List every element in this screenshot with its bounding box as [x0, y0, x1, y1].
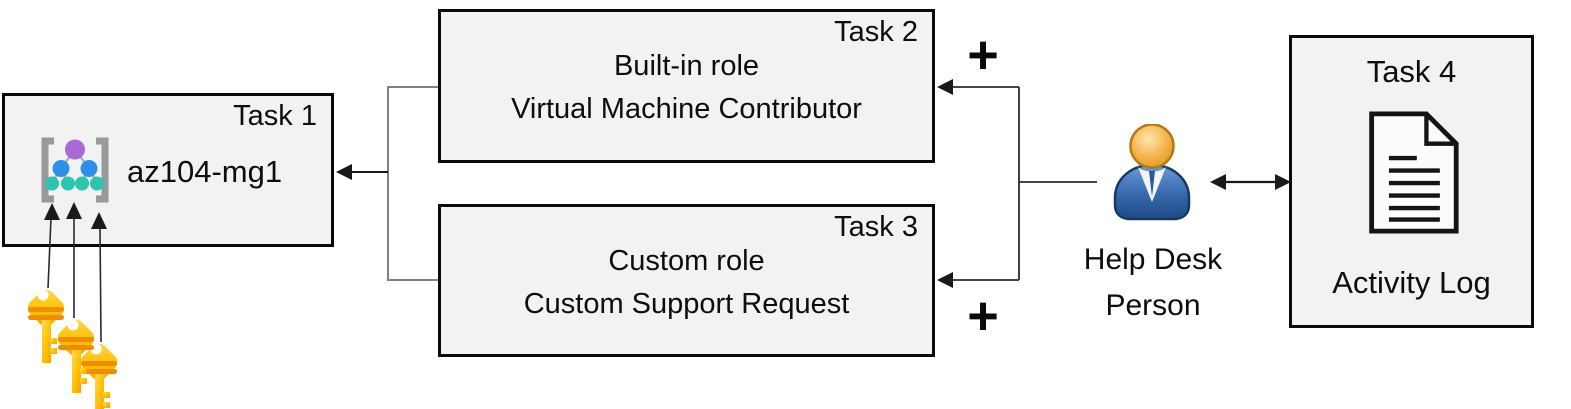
task4-caption: Activity Log	[1332, 265, 1491, 300]
plus-icon-top: +	[967, 25, 999, 85]
task3-corner-label: Task 3	[834, 211, 918, 243]
task3-text: Custom role Custom Support Request	[441, 240, 932, 326]
person-task4-double-arrow	[1210, 174, 1291, 190]
arrowhead-to-task2	[937, 79, 953, 95]
key-icon-front	[24, 286, 68, 363]
management-group-name: az104-mg1	[127, 154, 283, 189]
task1-box: Task 1 az	[2, 93, 334, 247]
task3-line2: Custom Support Request	[523, 288, 850, 320]
document-text-lines	[1388, 155, 1440, 222]
task1-corner-label: Task 1	[233, 100, 317, 132]
arrowhead-to-task3	[937, 272, 953, 288]
person-head	[1129, 124, 1175, 169]
plus-icon-bottom: +	[967, 286, 999, 346]
bracket-connector	[336, 86, 438, 281]
person-label: Help Desk Person	[1057, 237, 1249, 329]
task4-title: Task 4	[1366, 54, 1457, 89]
task3-box: Task 3 Custom role Custom Support Reques…	[438, 204, 935, 357]
key-icon-back	[77, 340, 121, 409]
person-tie	[1149, 171, 1155, 197]
key-icon-middle	[54, 316, 98, 393]
person-icon	[1113, 124, 1191, 221]
task2-line1: Built-in role	[613, 50, 760, 82]
arrowhead-to-task1	[336, 164, 352, 180]
management-group-icon	[41, 137, 109, 203]
person-label-line2: Person	[1105, 289, 1201, 322]
task2-corner-label: Task 2	[834, 16, 918, 48]
task3-line1: Custom role	[608, 245, 765, 277]
task2-text: Built-in role Virtual Machine Contributo…	[441, 45, 932, 131]
task4-box: Task 4 Activity Log	[1289, 35, 1534, 328]
hierarchy-nodes	[45, 139, 104, 191]
person-label-line1: Help Desk	[1083, 243, 1223, 276]
document-icon	[1368, 111, 1459, 234]
task2-line2: Virtual Machine Contributor	[511, 93, 862, 125]
bracket-glyphs	[41, 137, 109, 203]
task2-box: Task 2 Built-in role Virtual Machine Con…	[438, 9, 935, 163]
